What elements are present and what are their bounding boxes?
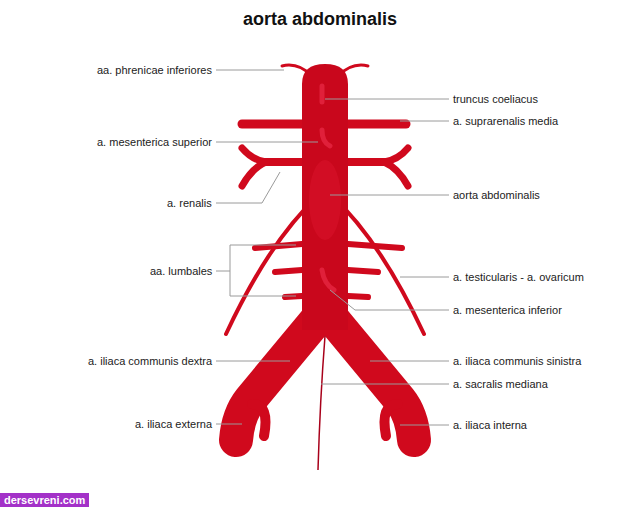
part-label: a. iliaca communis dextra (88, 354, 212, 368)
part-label: a. mesenterica inferior (453, 303, 562, 317)
part-label: truncus coeliacus (453, 92, 538, 106)
part-label: a. iliaca externa (135, 417, 212, 431)
part-label: a. iliaca communis sinistra (453, 354, 581, 368)
diagram-title: aorta abdominalis (243, 9, 397, 30)
watermark: dersevreni.com (0, 493, 89, 507)
part-label: a. iliaca interna (453, 418, 527, 432)
part-label: a. sacralis mediana (453, 377, 548, 391)
part-label: aa. phrenicae inferiores (97, 63, 212, 77)
part-label: aa. lumbales (150, 264, 212, 278)
part-label: a. suprarenalis media (453, 114, 558, 128)
part-label: a. testicularis - a. ovaricum (453, 270, 584, 284)
part-label: a. renalis (167, 196, 212, 210)
part-label: a. mesenterica superior (97, 135, 212, 149)
part-label: aorta abdominalis (453, 188, 540, 202)
